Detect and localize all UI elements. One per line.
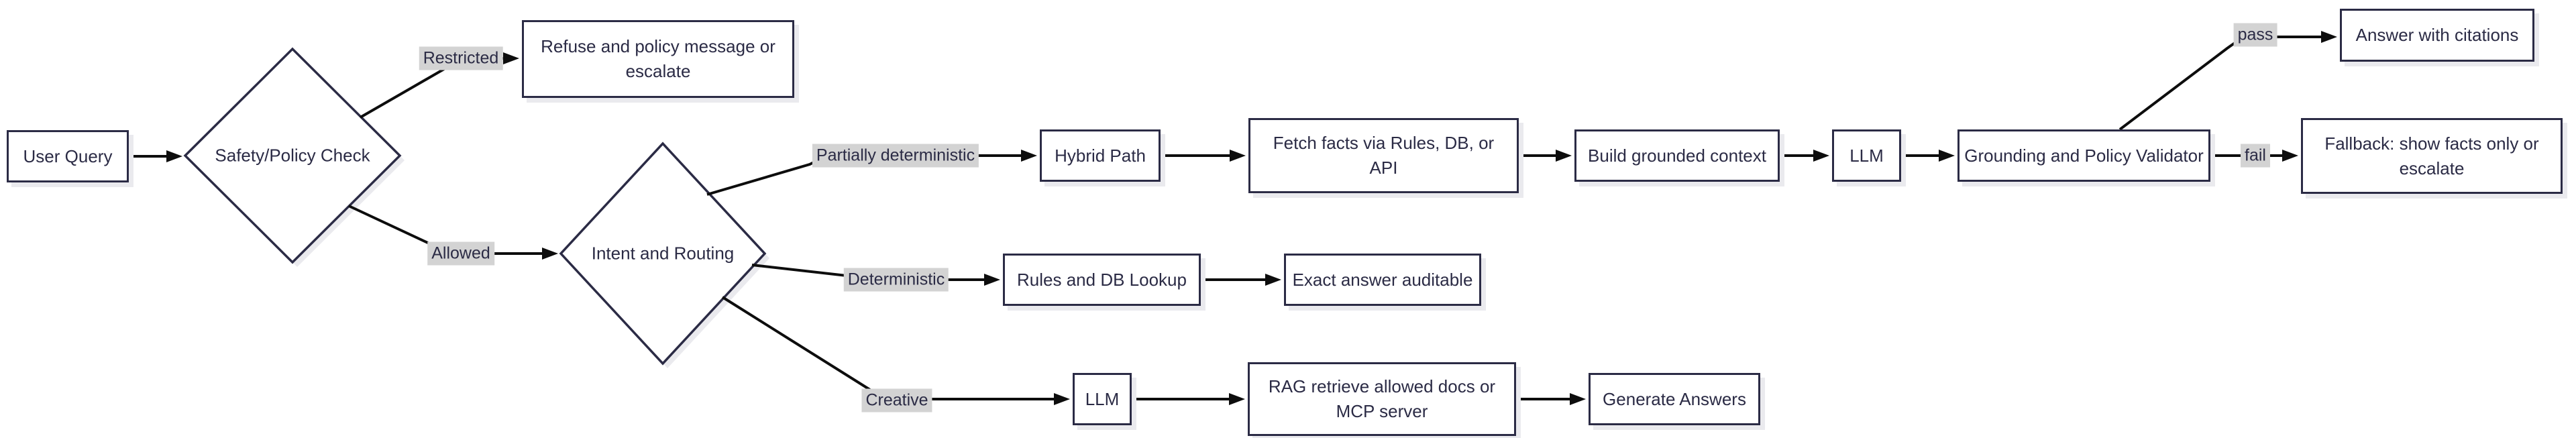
arrowhead-to-hybrid [1021, 150, 1037, 162]
node-fallback: Fallback: show facts only or escalate [2301, 118, 2563, 194]
node-generate-answers-label: Generate Answers [1603, 388, 1746, 409]
node-llm-grounded: LLM [1832, 129, 1901, 182]
node-answer-with-citations-label: Answer with citations [2355, 25, 2519, 45]
node-hybrid-path: Hybrid Path [1040, 129, 1161, 182]
node-grounding-policy-validator: Grounding and Policy Validator [1957, 129, 2210, 182]
edge-intent-to-llm-creative [721, 296, 1055, 400]
node-generate-answers: Generate Answers [1589, 373, 1760, 425]
node-user-query: User Query [7, 130, 129, 182]
arrowhead-to-fetch [1230, 150, 1246, 162]
node-build-grounded-context-label: Build grounded context [1588, 145, 1766, 166]
arrowhead-to-rag [1229, 393, 1245, 405]
edge-label-partially-deterministic: Partially deterministic [812, 144, 979, 168]
node-exact-answer-auditable: Exact answer auditable [1284, 254, 1481, 306]
edge-label-allowed: Allowed [427, 241, 494, 266]
node-rag-retrieve-label: RAG retrieve allowed docs or MCP server [1268, 376, 1496, 421]
edge-label-pass: pass [2233, 23, 2277, 47]
edge-label-creative: Creative [861, 388, 932, 413]
node-fallback-label: Fallback: show facts only or escalate [2324, 133, 2539, 178]
node-rules-db-lookup: Rules and DB Lookup [1003, 254, 1201, 306]
arrowhead-to-exact [1265, 274, 1281, 286]
arrowhead-to-build [1556, 150, 1572, 162]
node-rules-db-lookup-label: Rules and DB Lookup [1017, 269, 1187, 290]
arrowhead-to-safety [166, 150, 182, 162]
decision-safety-policy-check [183, 47, 402, 264]
node-llm-creative: LLM [1073, 373, 1132, 425]
decision-intent-and-routing [559, 142, 767, 366]
node-fetch-facts: Fetch facts via Rules, DB, or API [1248, 118, 1519, 193]
arrowhead-to-llm [1813, 150, 1829, 162]
edge-validator-to-answer [2118, 36, 2322, 131]
node-llm-creative-label: LLM [1085, 388, 1120, 409]
node-exact-answer-auditable-label: Exact answer auditable [1292, 269, 1473, 290]
node-llm-grounded-label: LLM [1849, 145, 1884, 166]
node-rag-retrieve: RAG retrieve allowed docs or MCP server [1248, 362, 1516, 436]
node-safety-policy-check-label: Safety/Policy Check [215, 145, 370, 166]
node-refuse-escalate: Refuse and policy message or escalate [522, 20, 794, 98]
edge-label-deterministic: Deterministic [843, 268, 949, 292]
node-refuse-escalate-label: Refuse and policy message or escalate [541, 36, 775, 81]
edge-label-fail: fail [2241, 144, 2270, 168]
edge-label-restricted: Restricted [419, 46, 503, 70]
node-hybrid-path-label: Hybrid Path [1055, 145, 1146, 166]
node-fetch-facts-label: Fetch facts via Rules, DB, or API [1273, 133, 1495, 178]
node-answer-with-citations: Answer with citations [2340, 9, 2534, 62]
arrowhead-to-fallback [2282, 150, 2298, 162]
arrowhead-to-answer [2321, 31, 2337, 43]
arrowhead-to-refuse [503, 52, 519, 64]
arrowhead-to-intent [542, 248, 558, 260]
node-grounding-policy-validator-label: Grounding and Policy Validator [1964, 145, 2204, 166]
node-build-grounded-context: Build grounded context [1574, 129, 1780, 182]
node-intent-and-routing-label: Intent and Routing [591, 243, 735, 264]
arrowhead-to-rules [984, 274, 1000, 286]
arrowhead-to-generate [1570, 393, 1586, 405]
arrowhead-to-validator [1939, 150, 1955, 162]
arrowhead-to-llm-creative [1054, 393, 1070, 405]
node-user-query-label: User Query [23, 146, 113, 166]
